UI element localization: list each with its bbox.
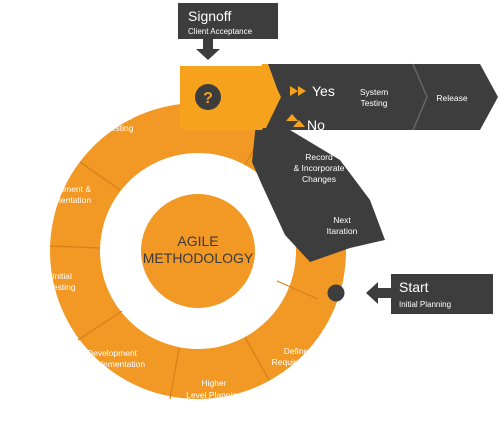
no-branch: No	[286, 114, 325, 133]
start-callout: Start Initial Planning	[366, 274, 493, 314]
segment-higher-planning-line2: Level Planning	[186, 390, 242, 400]
segment-dividers	[49, 120, 319, 400]
next-iteration-line2: Itaration	[327, 226, 358, 236]
signoff-title: Signoff	[188, 8, 231, 24]
yes-branch: Yes	[290, 83, 335, 99]
release-separator	[412, 63, 428, 131]
center-circle	[141, 194, 255, 308]
segment-dev-impl-1-line1: Development &	[33, 184, 91, 194]
divider-5	[169, 347, 180, 400]
divider-7	[276, 280, 319, 300]
divider-2	[79, 161, 121, 191]
segment-dev-impl-1-line2: Implementation	[33, 195, 91, 205]
dark-band	[252, 64, 385, 262]
question-mark-icon[interactable]: ?	[195, 84, 221, 110]
segment-dev-impl-2-line1: Development	[87, 348, 138, 358]
segment-client-testing-line2: Testing	[107, 123, 134, 133]
divider-3	[49, 245, 101, 249]
divider-6	[244, 336, 270, 381]
double-chevron-right-icon	[290, 86, 306, 96]
next-iteration-line1: Next	[333, 215, 351, 225]
segment-dev-impl-2-line2: & Implementation	[79, 359, 145, 369]
release-label: Release	[436, 93, 467, 103]
decision-block	[180, 66, 281, 128]
center-title-line1: AGILE	[177, 233, 218, 249]
divider-4	[77, 310, 123, 341]
signoff-subtitle: Client Acceptance	[188, 27, 253, 36]
yes-branch-strip	[252, 64, 498, 130]
record-line1: Record	[305, 152, 333, 162]
svg-text:?: ?	[203, 90, 213, 107]
signoff-box	[178, 3, 278, 39]
start-title: Start	[399, 279, 429, 295]
segment-define-requirement-line2: Requirement	[272, 357, 321, 367]
system-testing-line2: Testing	[361, 98, 388, 108]
segment-define-requirement-line1: Define	[284, 346, 309, 356]
triangles-icon	[286, 114, 305, 127]
center-title-line2: METHODOLOGY	[143, 250, 254, 266]
start-box	[391, 274, 493, 314]
yes-label: Yes	[312, 83, 335, 99]
system-testing-line1: System	[360, 87, 388, 97]
start-dot-icon[interactable]	[327, 284, 345, 302]
start-subtitle: Initial Planning	[399, 300, 451, 309]
arrow-down-icon	[196, 39, 220, 60]
record-line2: & Incorporate	[293, 163, 344, 173]
arrow-left-icon	[366, 282, 392, 304]
segment-client-testing-line1: Client	[109, 112, 131, 122]
signoff-callout: Signoff Client Acceptance	[178, 3, 278, 60]
record-line3: Changes	[302, 174, 336, 184]
segment-initial-testing-line1: Initial	[52, 271, 72, 281]
no-label: No	[307, 117, 325, 133]
segment-initial-testing-line2: Testing	[49, 282, 76, 292]
segment-higher-planning-line1: Higher	[201, 378, 226, 388]
